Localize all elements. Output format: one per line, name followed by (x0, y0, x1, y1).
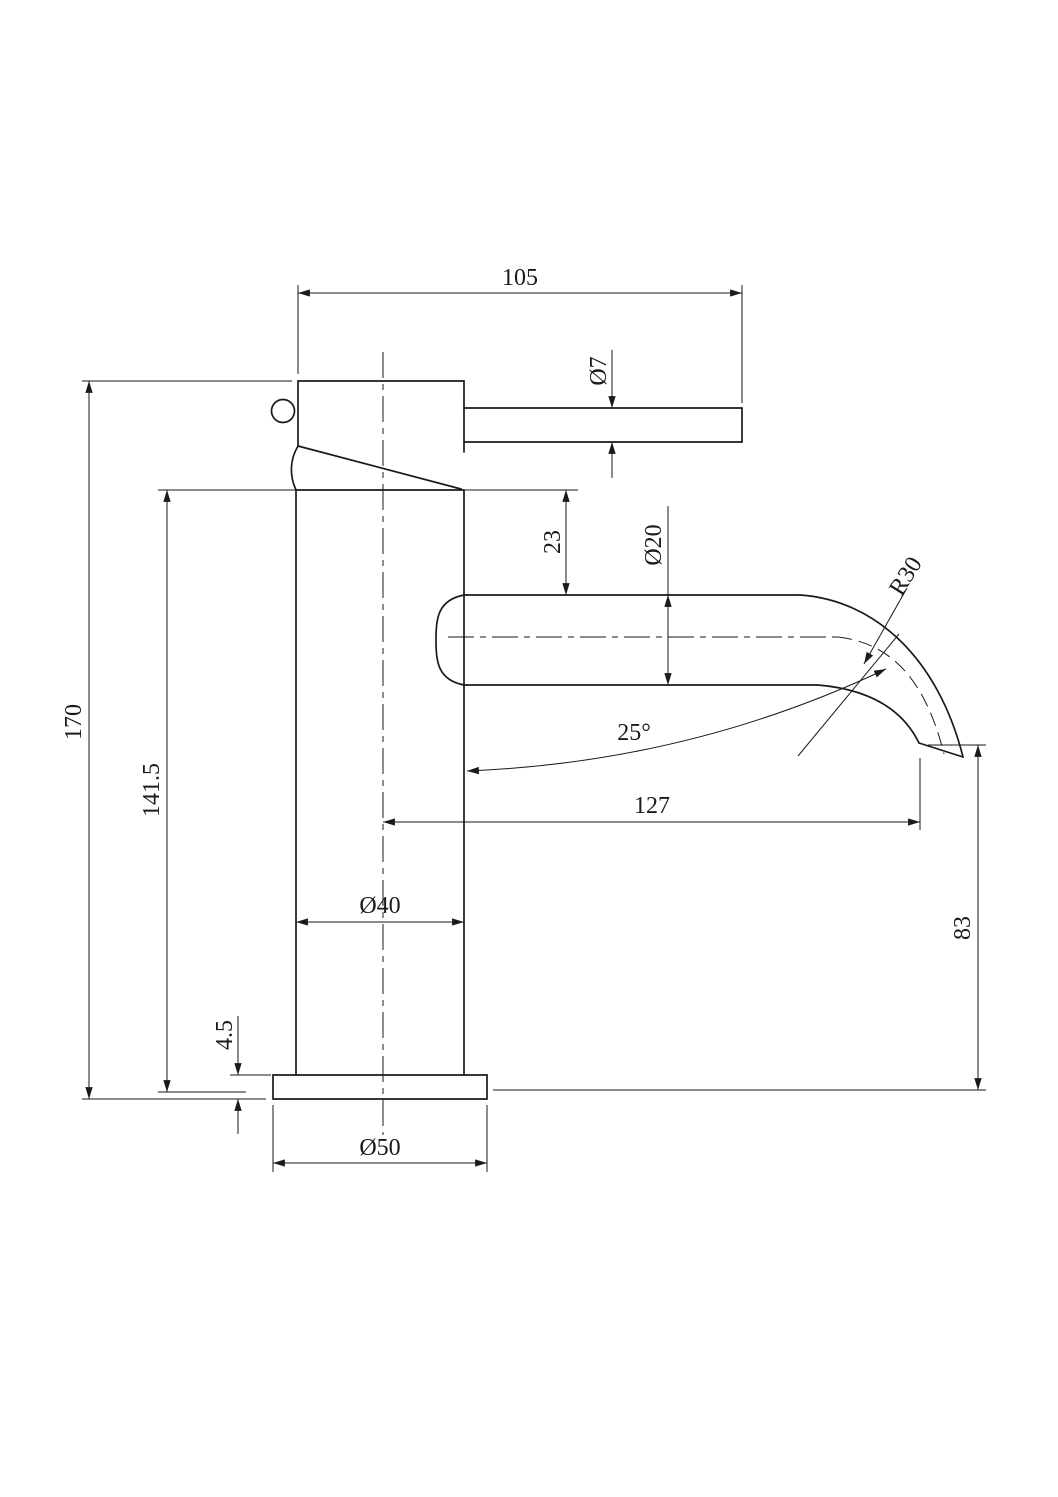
pivot-pin-circle (270, 398, 296, 424)
dimension-141-5: 141.5 (139, 489, 296, 1093)
dimension-127: 127 (383, 758, 921, 830)
cap-bottom-slant (297, 445, 462, 490)
dim-label-d50: Ø50 (359, 1135, 400, 1161)
dimension-d7: Ø7 (586, 350, 616, 478)
spout-tip-face (918, 742, 964, 758)
dimension-105: 105 (297, 265, 743, 403)
dimension-25deg: 25° (466, 668, 887, 775)
spout-outer-curve (799, 594, 964, 758)
dim-label-23: 23 (540, 530, 566, 554)
body-cylinder (295, 489, 465, 1076)
leader-line (863, 587, 908, 665)
dimension-23: 23 (464, 489, 578, 595)
dim-label-141-5: 141.5 (139, 763, 165, 817)
dim-label-170: 170 (61, 704, 87, 740)
dimension-d40: Ø40 (296, 893, 464, 926)
spout-centerline-curve (837, 636, 945, 755)
dimension-r30: R30 (863, 552, 928, 665)
dimension-d20: Ø20 (641, 506, 672, 685)
base-plate (272, 1074, 488, 1100)
dim-label-25deg: 25° (617, 720, 651, 746)
dim-label-83: 83 (950, 916, 976, 940)
spout-back-arc (435, 594, 465, 686)
dimension-170: 170 (61, 380, 292, 1100)
angle-arc (466, 668, 887, 775)
dim-label-r30: R30 (884, 552, 927, 600)
dim-label-127: 127 (634, 793, 670, 819)
dim-label-105: 105 (502, 265, 538, 291)
spout (435, 594, 964, 758)
dim-label-d40: Ø40 (359, 893, 400, 919)
dim-label-d20: Ø20 (641, 524, 667, 565)
angle-reference-line (797, 633, 900, 757)
dimension-83: 83 (493, 744, 986, 1091)
dim-label-d7: Ø7 (586, 356, 612, 385)
dimension-d50: Ø50 (272, 1105, 488, 1172)
dim-label-4-5: 4.5 (212, 1020, 238, 1050)
cap-left-arc (290, 445, 299, 491)
centerlines (382, 352, 945, 1135)
dimension-4-5: 4.5 (212, 1016, 271, 1134)
handle-cap (270, 380, 465, 491)
handle-lever (463, 407, 743, 443)
